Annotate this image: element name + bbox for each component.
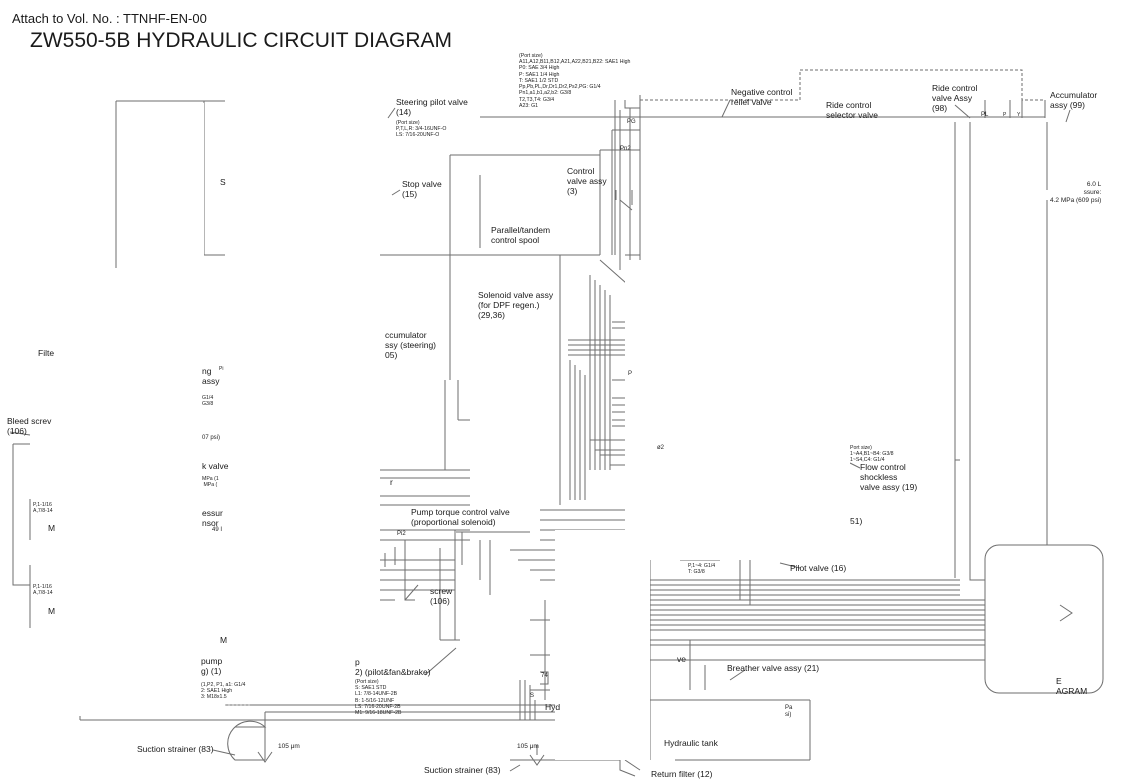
pl-label: PL <box>981 112 989 118</box>
pressure-sensor-partial-label: essur nsor <box>202 508 223 528</box>
accumulator-steering-label: ccumulator ssy (steering) 05) <box>385 330 437 360</box>
parallel-tandem-spool-label: Parallel/tandem control spool <box>491 225 551 245</box>
suction-strainer-mid-label: Suction strainer (83) <box>424 765 501 775</box>
mask-right-center <box>625 260 850 560</box>
pilot-valve-label: Pilot valve (16) <box>790 563 847 573</box>
p-tiny-label: P <box>1003 112 1007 118</box>
attach-label: Attach to Vol. No. : TTNHF-EN-00 <box>12 11 207 26</box>
motor-label-3: M <box>220 635 228 645</box>
flow-control-port-size: Port size) 1~A4,B1~B4: G3/8 1~S4,C4: G1/… <box>850 445 894 464</box>
port-size-2: P,1-1/16 A,7/8-14 <box>33 584 53 597</box>
ng-assy-label: ng assy <box>202 366 220 386</box>
mesh-left-label: 105 μm <box>278 743 300 750</box>
flow-control-valve-label: Flow control shockless valve assy (19) <box>860 462 918 492</box>
port-size-1: P,1-1/16 A,7/8-14 <box>33 502 53 515</box>
ride-selector-label: Ride control selector valve <box>826 100 878 120</box>
bleed-screw-left-label: Bleed screv (106) <box>7 416 52 436</box>
motor-label-1: M <box>48 523 56 533</box>
pump-main-label: pump g) (1) <box>201 656 223 676</box>
mask-center-column <box>225 100 380 700</box>
block-diagram-partial-label: E AGRAM <box>1056 676 1088 696</box>
num-49-label: 49 I <box>212 527 223 533</box>
p-small-label: P <box>628 371 633 377</box>
steering-pilot-port-size: (Port size) P,T,L,R: 3/4-16UNF-O LS: 7/1… <box>396 120 447 139</box>
left-port-size: G1/4 G3/8 <box>202 395 214 408</box>
control-valve-label: Control valve assy (3) <box>567 166 607 196</box>
mask-left-top <box>118 103 204 268</box>
control-valve-port-size: (Port size) A11,A12,B11,B12,A21,A22,B21,… <box>519 53 631 109</box>
mask-left-center <box>52 268 225 716</box>
y-tiny-label: Y <box>1017 112 1021 118</box>
num-74-label: 74 <box>541 673 548 679</box>
suction-strainer-left-label: Suction strainer (83) <box>137 744 214 754</box>
s-partial-label: S <box>220 177 226 187</box>
pi-small-label: Pi <box>219 366 224 372</box>
mpa-small-label: MPa (1 MPa ( <box>202 476 219 489</box>
steering-pilot-valve-label: Steering pilot valve (14) <box>396 97 468 117</box>
pump-pilot-label: p 2) (pilot&fan&brake) <box>355 657 431 677</box>
pump-main-port-size: (1,P2, P1, a1: G1/4 2: SAE1 High 3: M18x… <box>201 682 246 701</box>
diagram-title: ZW550-5B HYDRAULIC CIRCUIT DIAGRAM <box>30 29 453 52</box>
pn2-label: Pn2 <box>620 146 631 152</box>
psi-07-label: 07 psi) <box>202 435 221 441</box>
accumulator-spec: 6.0 L ssure: 4.2 MPa (609 psi) <box>1050 181 1102 204</box>
solenoid-valve-label: Solenoid valve assy (for DPF regen.) (29… <box>478 290 554 320</box>
hydraulic-tank-label: Hydraulic tank <box>664 738 718 748</box>
mesh-mid-label: 105 μm <box>517 743 539 750</box>
negative-relief-label: Negative control relief valve <box>731 87 793 107</box>
bleed-screw-mid-label: screw (106) <box>430 586 453 606</box>
r-partial-label: r <box>390 477 393 487</box>
stop-valve-label: Stop valve (15) <box>402 179 442 199</box>
pump-pilot-port-size: (Port size) S: SAE1 STD L1: 7/8-14UNF-2B… <box>355 679 402 717</box>
k-valve-label: k valve <box>202 461 229 471</box>
motor-label-2: M <box>48 606 56 616</box>
pilot-valve-port-size: P,1~4: G1/4 T: G3/8 <box>688 563 716 576</box>
pa-partial-label: Pa si) <box>785 705 793 719</box>
g2-label: ø2 <box>657 445 665 451</box>
pi2-label: Pi2 <box>397 531 406 537</box>
filter-partial-label: Filte <box>38 348 55 358</box>
mask-mid-bottom <box>555 530 650 760</box>
accumulator-99-label: Accumulator assy (99) <box>1050 90 1098 110</box>
s-small-label: S <box>530 693 535 699</box>
return-filter-label: Return filter (12) <box>651 769 713 779</box>
num-51-label: 51) <box>850 516 863 526</box>
ride-control-valve-label: Ride control valve Assy (98) <box>932 83 978 113</box>
pump-torque-control-label: Pump torque control valve (proportional … <box>411 507 510 527</box>
breather-valve-label: Breather valve assy (21) <box>727 663 820 673</box>
pg-label: PG <box>627 119 636 125</box>
ve-partial-label: ve <box>677 654 686 664</box>
hyd-partial-label: Hyd <box>545 702 561 712</box>
